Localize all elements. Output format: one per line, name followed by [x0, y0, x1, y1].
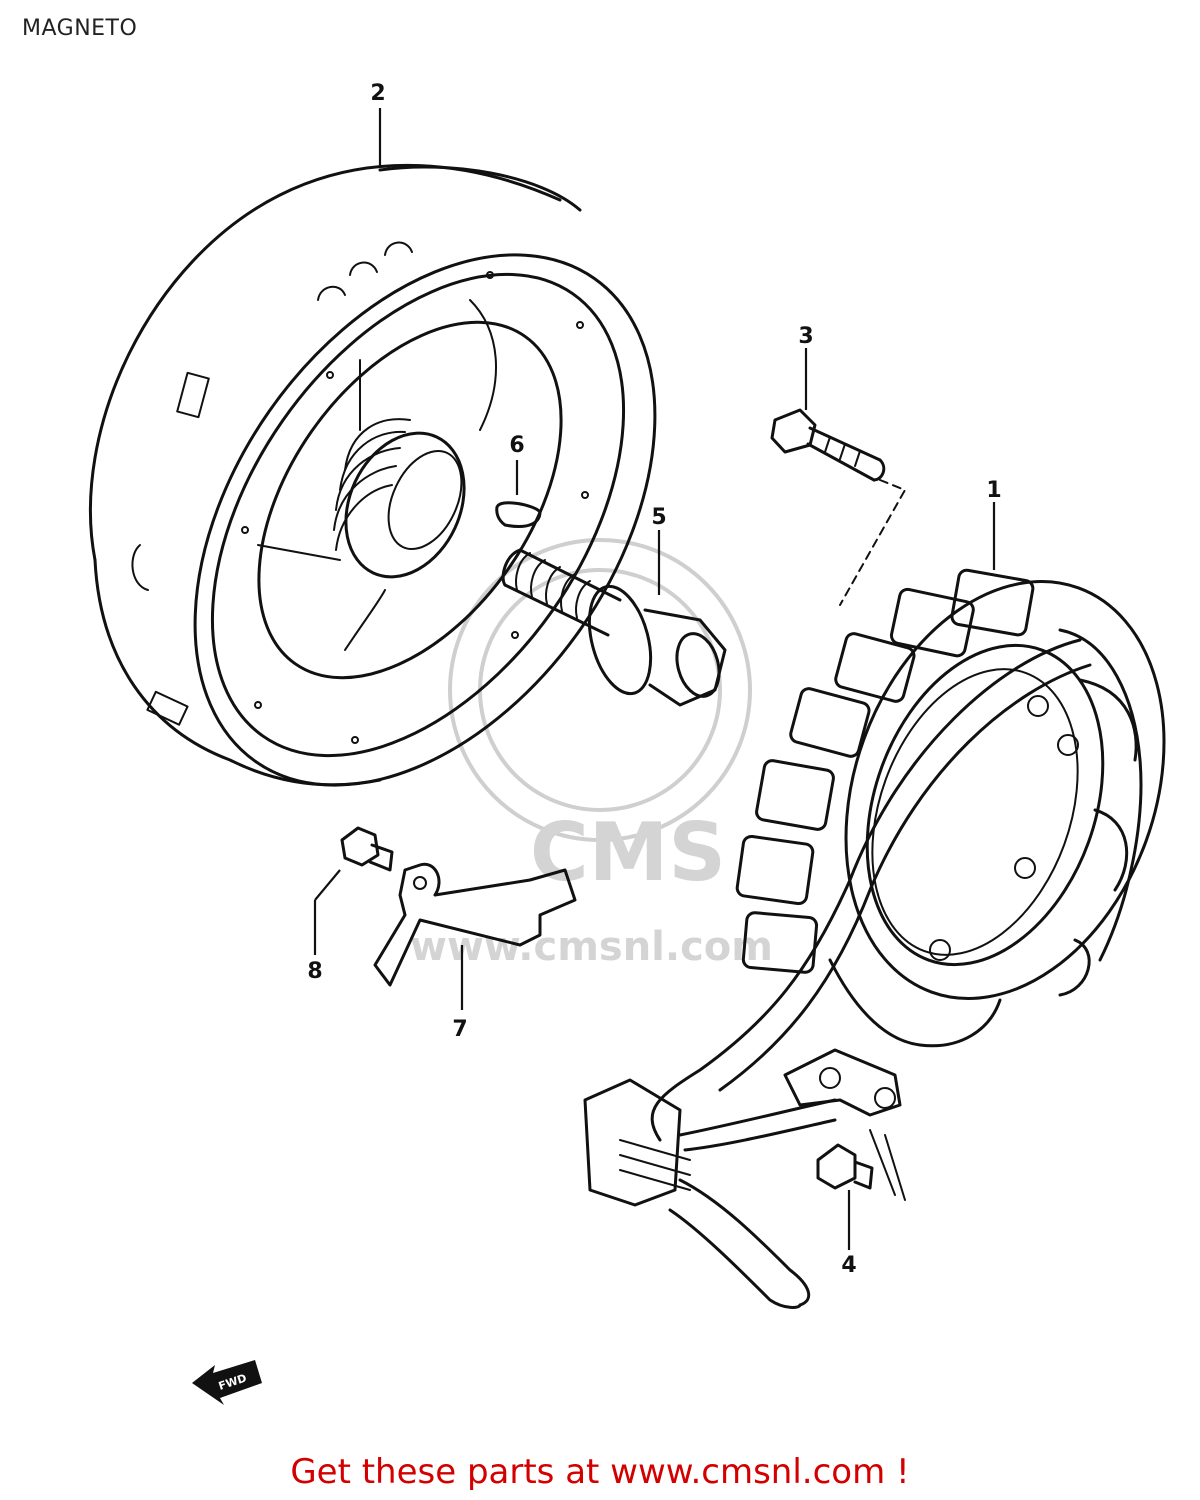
callout-4: 4	[841, 1253, 856, 1278]
callout-2: 2	[370, 81, 385, 106]
callout-3: 3	[798, 324, 813, 349]
callout-8: 8	[307, 959, 322, 984]
bracket-bolt	[340, 826, 394, 872]
flywheel-rotor	[88, 163, 657, 787]
callout-1: 1	[986, 478, 1001, 503]
woodruff-key	[495, 501, 542, 528]
leader-lines	[313, 108, 996, 1250]
page-title: MAGNETO	[22, 16, 138, 41]
callout-5: 5	[651, 505, 666, 530]
watermark-brand: CMS	[530, 806, 726, 899]
clamp-screw	[816, 1129, 906, 1201]
stator	[583, 479, 1166, 1309]
stator-bolt	[770, 408, 886, 482]
footer-link[interactable]: Get these parts at www.cmsnl.com !	[290, 1452, 910, 1492]
arrow-left-icon: FWD	[192, 1360, 262, 1405]
rotor-bolt	[501, 548, 727, 707]
bracket	[373, 862, 577, 987]
callout-6: 6	[509, 433, 524, 458]
callout-7: 7	[452, 1017, 467, 1042]
